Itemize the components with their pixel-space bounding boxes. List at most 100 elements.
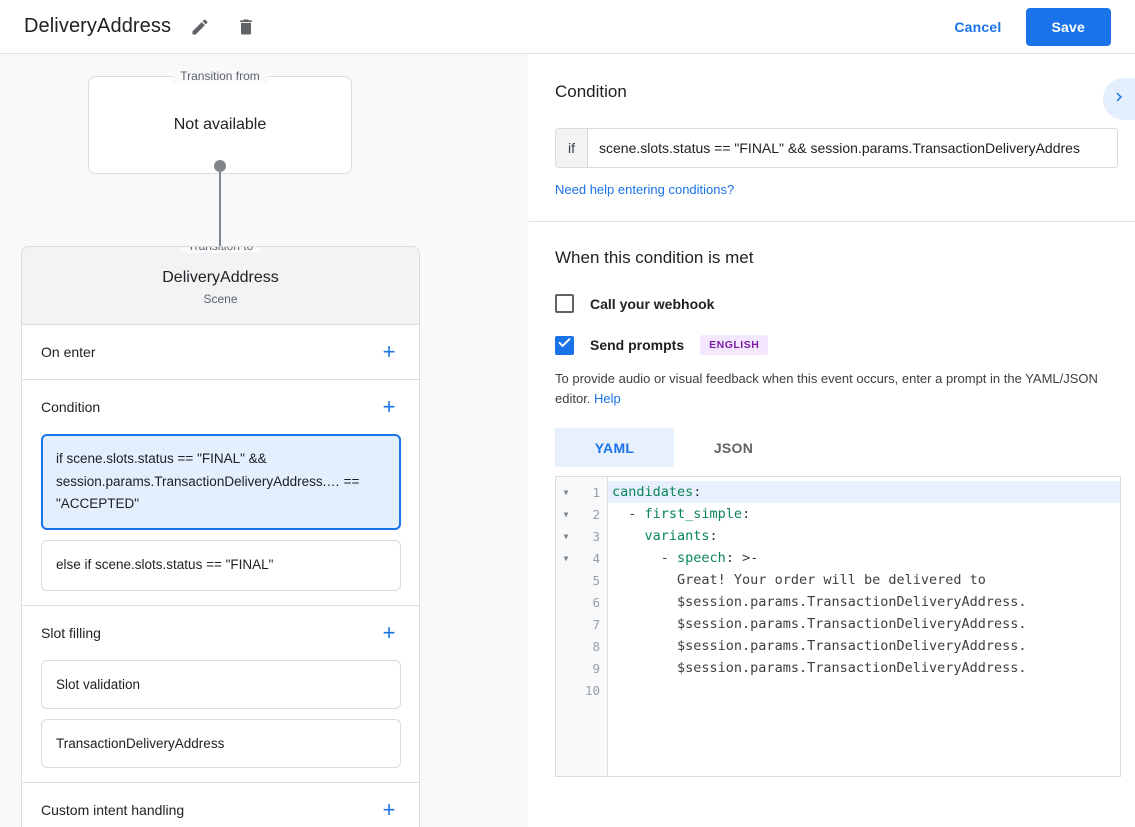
editor-code-line: $session.params.TransactionDeliveryAddre… xyxy=(677,638,1027,654)
add-condition-icon[interactable]: + xyxy=(382,394,396,419)
line-number: 4 xyxy=(592,550,600,566)
when-condition-met-section: When this condition is met Call your web… xyxy=(529,222,1135,777)
transition-from-box: Transition from Not available xyxy=(88,69,352,174)
line-number: 3 xyxy=(592,528,600,544)
fold-triangle-icon[interactable]: ▼ xyxy=(563,553,569,563)
editor-code-line: $session.params.TransactionDeliveryAddre… xyxy=(677,660,1027,676)
condition-list-item[interactable]: if scene.slots.status == "FINAL" && sess… xyxy=(41,434,401,531)
editor-format-tabs: YAML JSON xyxy=(555,428,1118,467)
editor-line-number: ▼10 xyxy=(556,679,607,701)
condition-list: if scene.slots.status == "FINAL" && sess… xyxy=(22,434,419,605)
fold-triangle-icon[interactable]: ▼ xyxy=(563,509,569,519)
editor-line-number: ▼5 xyxy=(556,569,607,591)
editor-code-area[interactable]: candidates: - first_simple: variants: - … xyxy=(608,477,1120,776)
prompt-description-text: To provide audio or visual feedback when… xyxy=(555,371,1098,406)
line-number: 9 xyxy=(592,660,600,676)
prompt-description: To provide audio or visual feedback when… xyxy=(555,369,1121,408)
page-title: DeliveryAddress xyxy=(24,15,172,37)
call-webhook-checkbox[interactable] xyxy=(555,294,574,313)
fold-triangle-icon[interactable]: ▼ xyxy=(563,487,569,497)
pencil-icon xyxy=(190,17,210,37)
prompt-help-link[interactable]: Help xyxy=(594,390,621,406)
scene-card: Transition to DeliveryAddress Scene On e… xyxy=(21,246,420,827)
editor-code-line: $session.params.TransactionDeliveryAddre… xyxy=(677,594,1027,610)
editor-line-number: ▼2 xyxy=(556,503,607,525)
language-badge: ENGLISH xyxy=(700,335,769,355)
add-on-enter-icon[interactable]: + xyxy=(382,339,396,364)
line-number: 8 xyxy=(592,638,600,654)
condition-list-item[interactable]: else if scene.slots.status == "FINAL" xyxy=(41,540,401,591)
line-number: 5 xyxy=(592,572,600,588)
chevron-right-icon xyxy=(1110,88,1128,111)
editor-code-line: $session.params.TransactionDeliveryAddre… xyxy=(677,616,1027,632)
editor-line-number: ▼6 xyxy=(556,591,607,613)
section-title-condition: Condition xyxy=(41,399,101,415)
tab-yaml[interactable]: YAML xyxy=(555,428,674,467)
editor-line-number: ▼4 xyxy=(556,547,607,569)
editor-line-number: ▼9 xyxy=(556,657,607,679)
condition-help-link[interactable]: Need help entering conditions? xyxy=(555,182,735,197)
transition-from-value: Not available xyxy=(173,116,267,133)
section-condition: Condition + if scene.slots.status == "FI… xyxy=(22,380,419,606)
section-custom-intent-handling: Custom intent handling + xyxy=(22,783,419,827)
call-webhook-label: Call your webhook xyxy=(590,295,715,312)
send-prompts-label: Send prompts xyxy=(590,337,685,353)
transition-to-legend: Transition to xyxy=(179,246,262,253)
top-app-bar: DeliveryAddress Cancel Save xyxy=(0,0,1135,54)
slot-filling-list: Slot validation TransactionDeliveryAddre… xyxy=(22,659,419,782)
editor-gutter: ▼1▼2▼3▼4▼5▼6▼7▼8▼9▼10 xyxy=(556,477,608,776)
line-number: 1 xyxy=(592,484,600,500)
transition-from-legend: Transition from xyxy=(172,69,268,83)
if-prefix-label: if xyxy=(556,129,588,167)
delete-button[interactable] xyxy=(229,10,263,44)
edit-button[interactable] xyxy=(183,10,217,44)
editor-code-line: - speech: >- xyxy=(660,550,759,566)
editor-line-number: ▼3 xyxy=(556,525,607,547)
editor-code-line: variants: xyxy=(644,528,718,544)
editor-code-line: Great! Your order will be delivered to xyxy=(677,572,986,588)
section-header-custom-intent-handling[interactable]: Custom intent handling + xyxy=(22,783,419,827)
expand-panel-button[interactable] xyxy=(1103,78,1135,120)
editor-line-number: ▼7 xyxy=(556,613,607,635)
editor-code-line: - first_simple: xyxy=(628,506,751,522)
line-number: 7 xyxy=(592,616,600,632)
section-title-on-enter: On enter xyxy=(41,344,96,360)
tab-json[interactable]: JSON xyxy=(713,439,754,456)
editor-line-number: ▼1 xyxy=(556,481,607,503)
section-on-enter: On enter + xyxy=(22,325,419,380)
send-prompts-checkbox-row[interactable]: Send prompts ENGLISH xyxy=(555,335,1118,355)
section-slot-filling: Slot filling + Slot validation Transacti… xyxy=(22,606,419,783)
condition-editor-section: Condition if Need help entering conditio… xyxy=(529,54,1135,222)
section-header-on-enter[interactable]: On enter + xyxy=(22,325,419,379)
condition-input[interactable] xyxy=(588,129,1117,167)
section-header-slot-filling[interactable]: Slot filling + xyxy=(22,606,419,660)
line-number: 10 xyxy=(584,682,600,698)
transition-to-subtitle: Scene xyxy=(203,292,238,306)
editor-code-line: candidates: xyxy=(608,481,1120,503)
line-number: 6 xyxy=(592,594,600,610)
editor-line-number: ▼8 xyxy=(556,635,607,657)
fold-triangle-icon[interactable]: ▼ xyxy=(563,531,569,541)
section-title-slot-filling: Slot filling xyxy=(41,624,101,641)
condition-input-row: if xyxy=(555,128,1118,168)
section-title-custom-intent-handling: Custom intent handling xyxy=(41,801,185,818)
trash-icon xyxy=(236,17,256,37)
cancel-button[interactable]: Cancel xyxy=(954,18,1002,35)
add-slot-filling-icon[interactable]: + xyxy=(382,619,396,645)
right-detail-panel: Condition if Need help entering conditio… xyxy=(529,54,1135,827)
save-button[interactable]: Save xyxy=(1025,7,1111,46)
transition-to-name: DeliveryAddress xyxy=(162,269,279,286)
slot-list-item[interactable]: Slot validation xyxy=(41,659,401,709)
webhook-checkbox-row[interactable]: Call your webhook xyxy=(555,294,1118,313)
section-header-condition[interactable]: Condition + xyxy=(22,380,419,434)
line-number: 2 xyxy=(592,506,600,522)
transition-to-header: Transition to DeliveryAddress Scene xyxy=(22,246,419,325)
yaml-code-editor[interactable]: ▼1▼2▼3▼4▼5▼6▼7▼8▼9▼10 candidates: - firs… xyxy=(555,476,1121,777)
left-graph-panel: Transition from Not available Transition… xyxy=(0,54,528,827)
editor-code-line xyxy=(608,679,1120,701)
send-prompts-checkbox[interactable] xyxy=(555,335,574,355)
slot-list-item[interactable]: TransactionDeliveryAddress xyxy=(41,718,401,768)
add-custom-intent-icon[interactable]: + xyxy=(382,796,396,822)
when-met-heading: When this condition is met xyxy=(555,248,754,267)
checkmark-icon xyxy=(557,335,572,355)
